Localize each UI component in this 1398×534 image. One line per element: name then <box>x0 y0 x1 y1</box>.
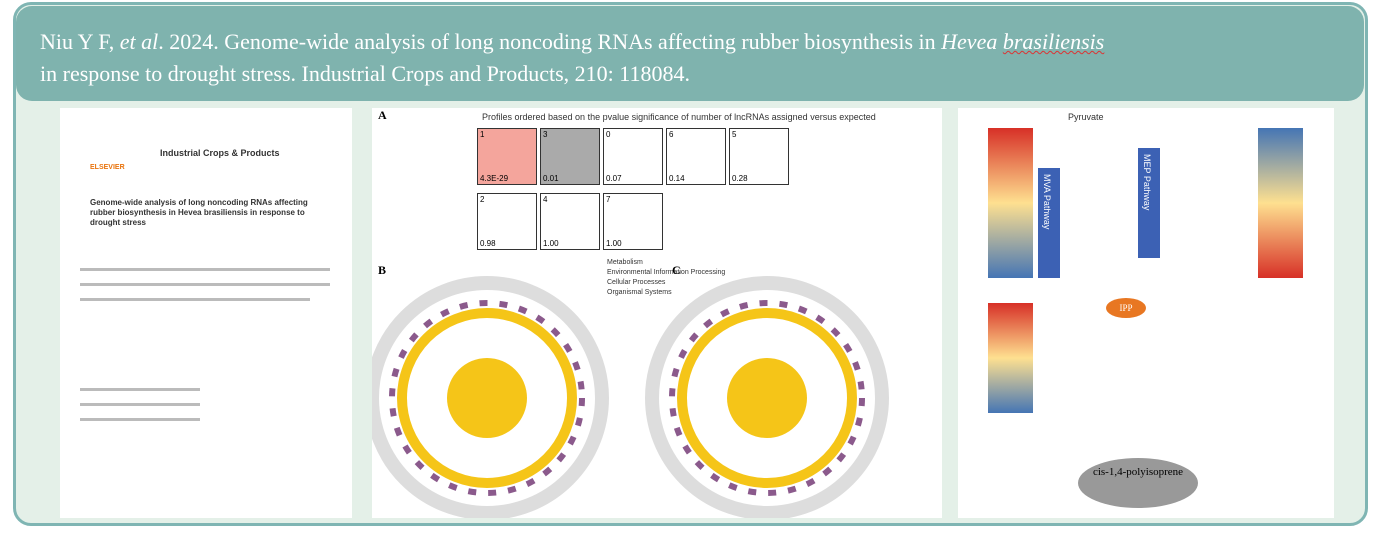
paper-thumbnail: ELSEVIER Industrial Crops & Products Gen… <box>60 108 352 518</box>
pathway-panel: MVA Pathway MEP Pathway Pyruvate IPP cis… <box>958 108 1334 518</box>
circos-plots <box>372 276 889 518</box>
authors: Niu Y F, <box>40 29 120 54</box>
citation-banner: Niu Y F, et al. 2024. Genome-wide analys… <box>16 6 1364 101</box>
figure-panel: A Profiles ordered based on the pvalue s… <box>372 108 942 518</box>
